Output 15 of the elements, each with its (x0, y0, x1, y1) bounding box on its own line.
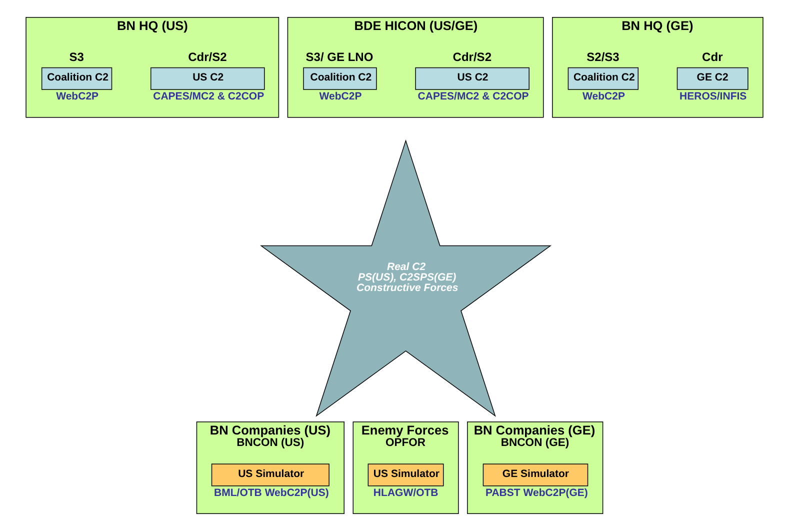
node-label: S3 (68, 50, 84, 64)
node-label: Cdr/S2 (452, 50, 492, 64)
node-label: S3/ GE LNO (305, 50, 373, 64)
node-label: Cdr (702, 50, 722, 64)
node-label: HLAGW/OTB (372, 486, 438, 499)
node-label: CAPES/MC2 & C2COP (417, 90, 528, 102)
node-label: PABST WebC2P(GE) (484, 486, 588, 499)
node-label: Cdr/S2 (188, 50, 226, 64)
node-label: WebC2P (56, 90, 98, 102)
node-label: WebC2P (318, 90, 362, 102)
node-label: CAPES/MC2 & C2COP (152, 90, 264, 102)
node-label: HEROS/INFIS (679, 90, 746, 102)
node-label: S2/S3 (586, 50, 619, 64)
node-label: BML/OTB WebC2P(US) (214, 486, 328, 499)
node-label: WebC2P (582, 90, 624, 102)
